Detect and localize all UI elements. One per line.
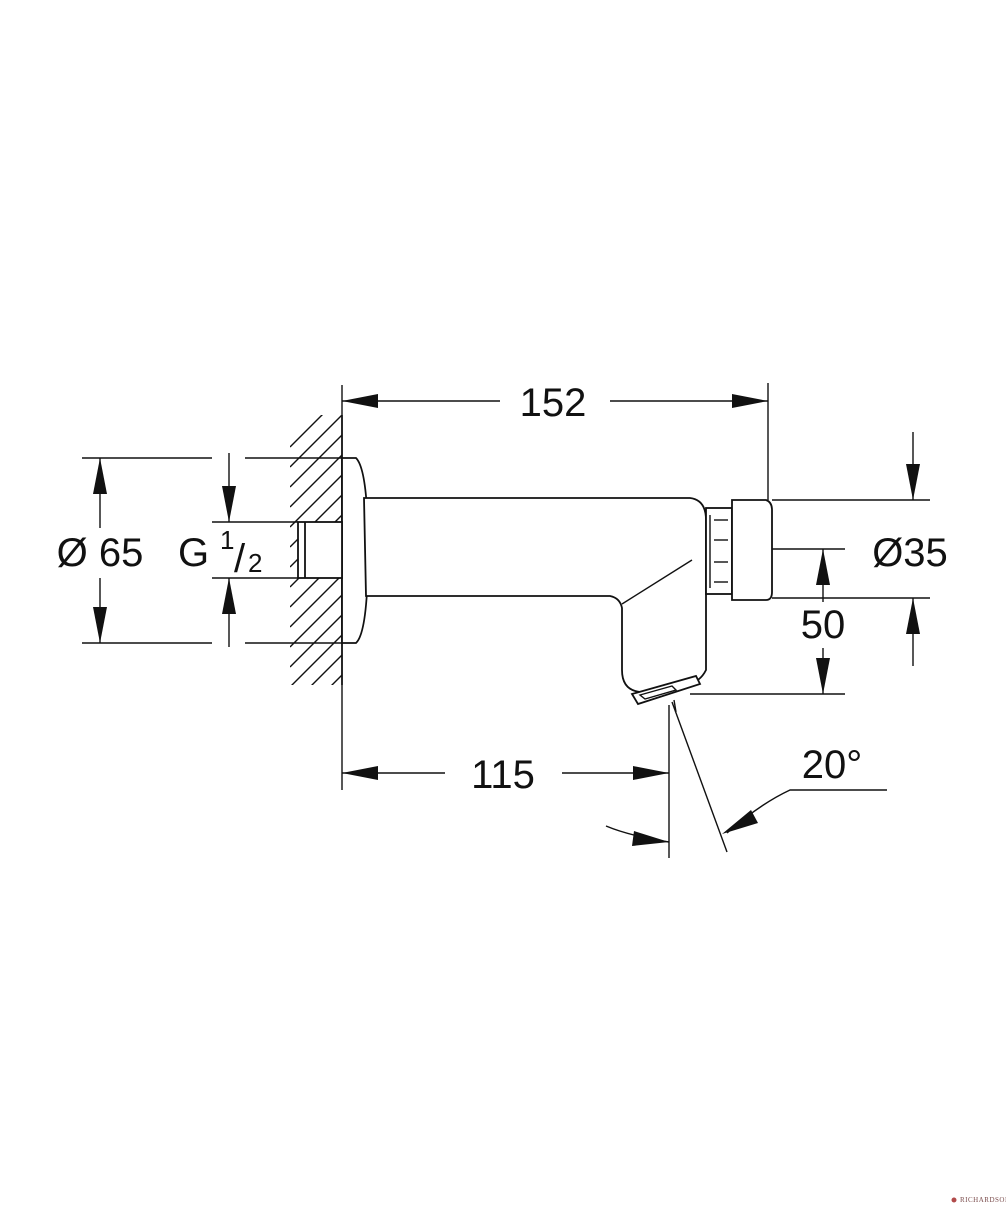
dimension-label-thread-slash: / <box>234 537 246 581</box>
hatch-line <box>311 654 342 685</box>
dimension-outlet-angle: 20° <box>605 701 887 853</box>
dimension-label-115: 115 <box>471 753 535 797</box>
dimension-spout-reach: 115 <box>341 685 670 858</box>
threaded-inlet <box>297 521 343 579</box>
watermark-dot-icon <box>951 1197 957 1203</box>
dimension-label-thread-denominator: 2 <box>248 548 262 578</box>
dimension-label-152: 152 <box>520 381 587 425</box>
dimension-label-thread-g: G <box>178 531 209 575</box>
hatch-line <box>290 454 342 508</box>
hatch-line <box>290 715 342 767</box>
dimension-overall-length: 152 <box>341 381 769 500</box>
hatch-line <box>290 434 342 488</box>
dimension-thread: G 1 / 2 <box>178 453 298 647</box>
push-button <box>705 499 773 601</box>
wall-flange <box>341 457 369 644</box>
dimension-label-diameter-65: Ø 65 <box>57 531 144 575</box>
hatch-line <box>290 594 342 648</box>
watermark-text: RICHARDSON <box>960 1196 1006 1204</box>
dimension-label-20-degrees: 20° <box>802 743 863 787</box>
tap-body <box>363 497 707 693</box>
hatch-line <box>331 674 342 685</box>
dimension-flange-diameter: Ø 65 <box>57 457 342 644</box>
hatch-line <box>290 614 342 668</box>
dimension-label-diameter-35: Ø35 <box>872 531 948 575</box>
wall-hatching <box>290 415 343 767</box>
richardson-watermark: RICHARDSON <box>951 1196 1006 1204</box>
dimension-body-diameter: Ø35 <box>772 432 948 666</box>
hatch-line <box>290 474 342 528</box>
hatch-line <box>290 695 342 747</box>
dimension-label-50: 50 <box>801 603 846 647</box>
hatch-line <box>290 415 342 468</box>
hatch-line <box>290 415 323 448</box>
hatch-line <box>290 574 342 628</box>
dimension-label-thread-numerator: 1 <box>220 525 234 555</box>
dimension-outlet-height: 50 <box>690 548 846 695</box>
